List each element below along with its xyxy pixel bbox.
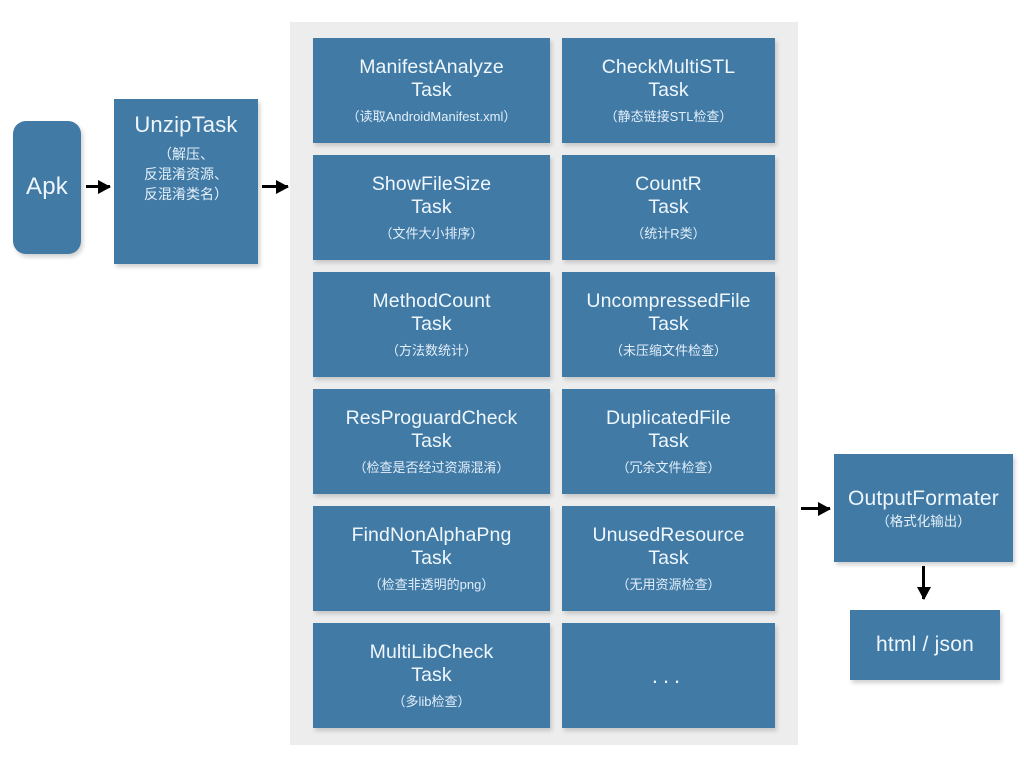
arrow-tasks-to-output — [801, 501, 831, 516]
task-desc: （静态链接STL检查） — [604, 108, 733, 124]
arrow-output-to-result — [916, 566, 931, 600]
task-desc: （检查非透明的png） — [368, 576, 495, 592]
task-more-label: ... — [651, 662, 686, 688]
arrow-unzip-to-tasks — [262, 179, 289, 194]
node-unzip-desc-line: 反混淆资源、 — [144, 165, 228, 182]
task-desc: （无用资源检查） — [616, 576, 721, 592]
node-output-desc: （格式化输出） — [876, 514, 971, 530]
node-unzip-desc: （解压、 反混淆资源、 反混淆类名） — [144, 144, 228, 205]
task-desc: （文件大小排序） — [379, 225, 484, 241]
node-unzip-title: UnzipTask — [134, 112, 238, 137]
node-output-formater[interactable]: OutputFormater （格式化输出） — [834, 454, 1013, 562]
task-desc: （统计R类） — [631, 225, 706, 241]
node-apk[interactable]: Apk — [13, 121, 81, 254]
node-result-formats[interactable]: html / json — [850, 610, 1000, 680]
task-desc: （多lib检查） — [392, 693, 471, 709]
task-desc: （未压缩文件检查） — [609, 342, 727, 358]
node-output-title: OutputFormater — [847, 486, 1000, 510]
task-card-more[interactable]: ... — [562, 623, 775, 728]
node-unzip-desc-line: 反混淆类名） — [144, 186, 228, 203]
task-desc: （读取AndroidManifest.xml） — [346, 108, 517, 124]
node-unzip-desc-line: （解压、 — [158, 145, 214, 162]
arrow-apk-to-unzip — [86, 179, 111, 194]
task-desc: （检查是否经过资源混淆） — [353, 459, 510, 475]
task-desc: （方法数统计） — [385, 342, 477, 358]
node-unzip-task[interactable]: UnzipTask （解压、 反混淆资源、 反混淆类名） — [114, 99, 258, 264]
task-desc: （冗余文件检查） — [616, 459, 721, 475]
node-apk-label: Apk — [26, 173, 68, 201]
node-result-label: html / json — [876, 633, 974, 657]
